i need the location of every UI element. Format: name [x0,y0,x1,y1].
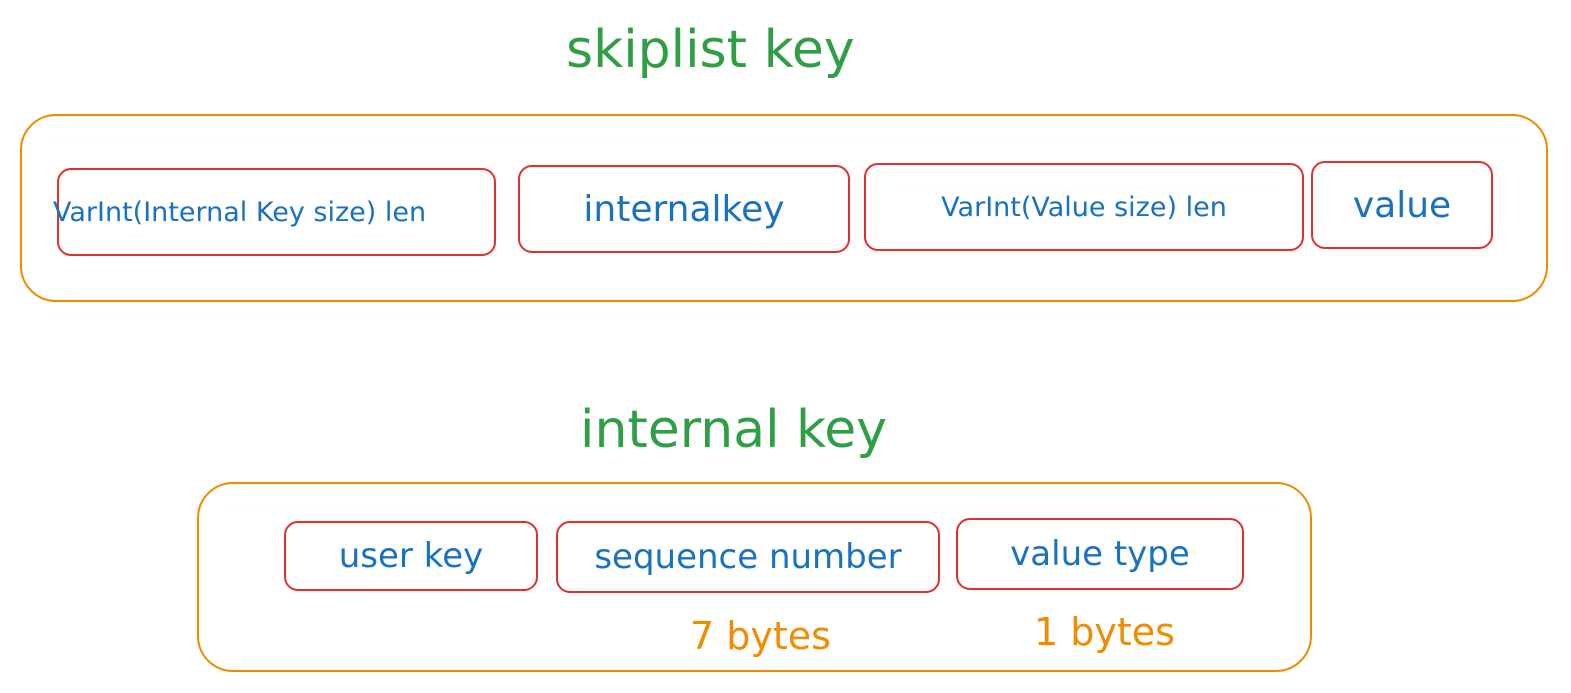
sequence-number-label: sequence number [594,537,902,577]
skiplist-key-title: skiplist key [566,20,855,80]
value-label: value [1352,184,1452,226]
value-length-field: VarInt(Value size) len [864,163,1304,251]
internal-key-field: internalkey [518,165,850,253]
key-length-label: VarInt(Internal Key size) len [53,196,427,228]
value-type-size: 1 bytes [1034,610,1175,654]
value-type-field: value type [956,518,1244,590]
internal-key-label: internalkey [583,188,785,230]
sequence-number-size: 7 bytes [690,614,831,658]
sequence-number-field: sequence number [556,521,940,593]
internal-key-title: internal key [580,400,888,460]
value-field: value [1311,161,1493,249]
internal-key-container [197,482,1312,672]
user-key-label: user key [338,536,484,576]
key-length-field: VarInt(Internal Key size) len [53,168,496,256]
value-length-label: VarInt(Value size) len [941,191,1227,223]
skiplist-key-container [20,114,1548,302]
user-key-field: user key [284,521,538,591]
value-type-label: value type [1010,534,1190,574]
